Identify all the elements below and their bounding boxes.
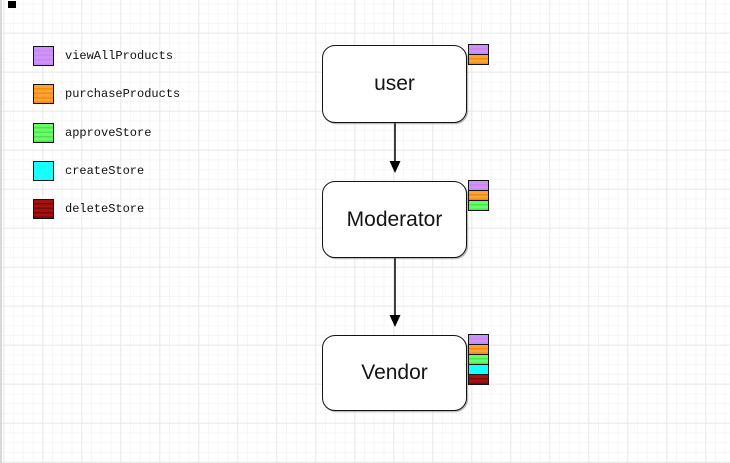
node-label: Moderator bbox=[346, 207, 443, 231]
legend-swatch-viewAllProducts bbox=[33, 46, 54, 66]
arrowhead-icon bbox=[389, 161, 401, 173]
legend-label: deleteStore bbox=[65, 202, 145, 216]
permission-badges-moderator bbox=[468, 180, 489, 211]
legend-swatch-createStore bbox=[33, 161, 54, 181]
permission-badges-vendor bbox=[468, 334, 489, 385]
edge-moderator-vendor[interactable] bbox=[389, 258, 401, 327]
permission-badge-deleteStore[interactable] bbox=[468, 374, 489, 385]
legend-swatch-purchaseProducts bbox=[33, 84, 54, 104]
legend-item-createStore[interactable]: createStore bbox=[33, 161, 144, 181]
legend-item-viewAllProducts[interactable]: viewAllProducts bbox=[33, 46, 173, 66]
permission-badge-purchaseProducts[interactable] bbox=[468, 54, 489, 65]
edge-user-moderator[interactable] bbox=[389, 123, 401, 173]
node-label: Vendor bbox=[361, 361, 428, 384]
permission-badges-user bbox=[468, 44, 489, 65]
legend-swatch-approveStore bbox=[33, 123, 54, 143]
canvas-left-edge bbox=[0, 0, 2, 463]
permission-badge-approveStore[interactable] bbox=[468, 200, 489, 211]
legend-item-approveStore[interactable]: approveStore bbox=[33, 123, 151, 143]
legend-label: createStore bbox=[65, 164, 145, 178]
legend-item-purchaseProducts[interactable]: purchaseProducts bbox=[33, 84, 180, 104]
node-vendor[interactable]: Vendor bbox=[322, 335, 467, 411]
legend-item-deleteStore[interactable]: deleteStore bbox=[33, 199, 144, 219]
legend-label: purchaseProducts bbox=[65, 87, 181, 101]
legend-label: viewAllProducts bbox=[65, 49, 174, 63]
legend-swatch-deleteStore bbox=[33, 199, 54, 219]
arrowhead-icon bbox=[389, 315, 401, 327]
corner-mark bbox=[8, 1, 16, 8]
node-moderator[interactable]: Moderator bbox=[322, 181, 467, 258]
legend-label: approveStore bbox=[65, 126, 152, 140]
node-label: user bbox=[374, 72, 415, 95]
node-user[interactable]: user bbox=[322, 45, 467, 123]
